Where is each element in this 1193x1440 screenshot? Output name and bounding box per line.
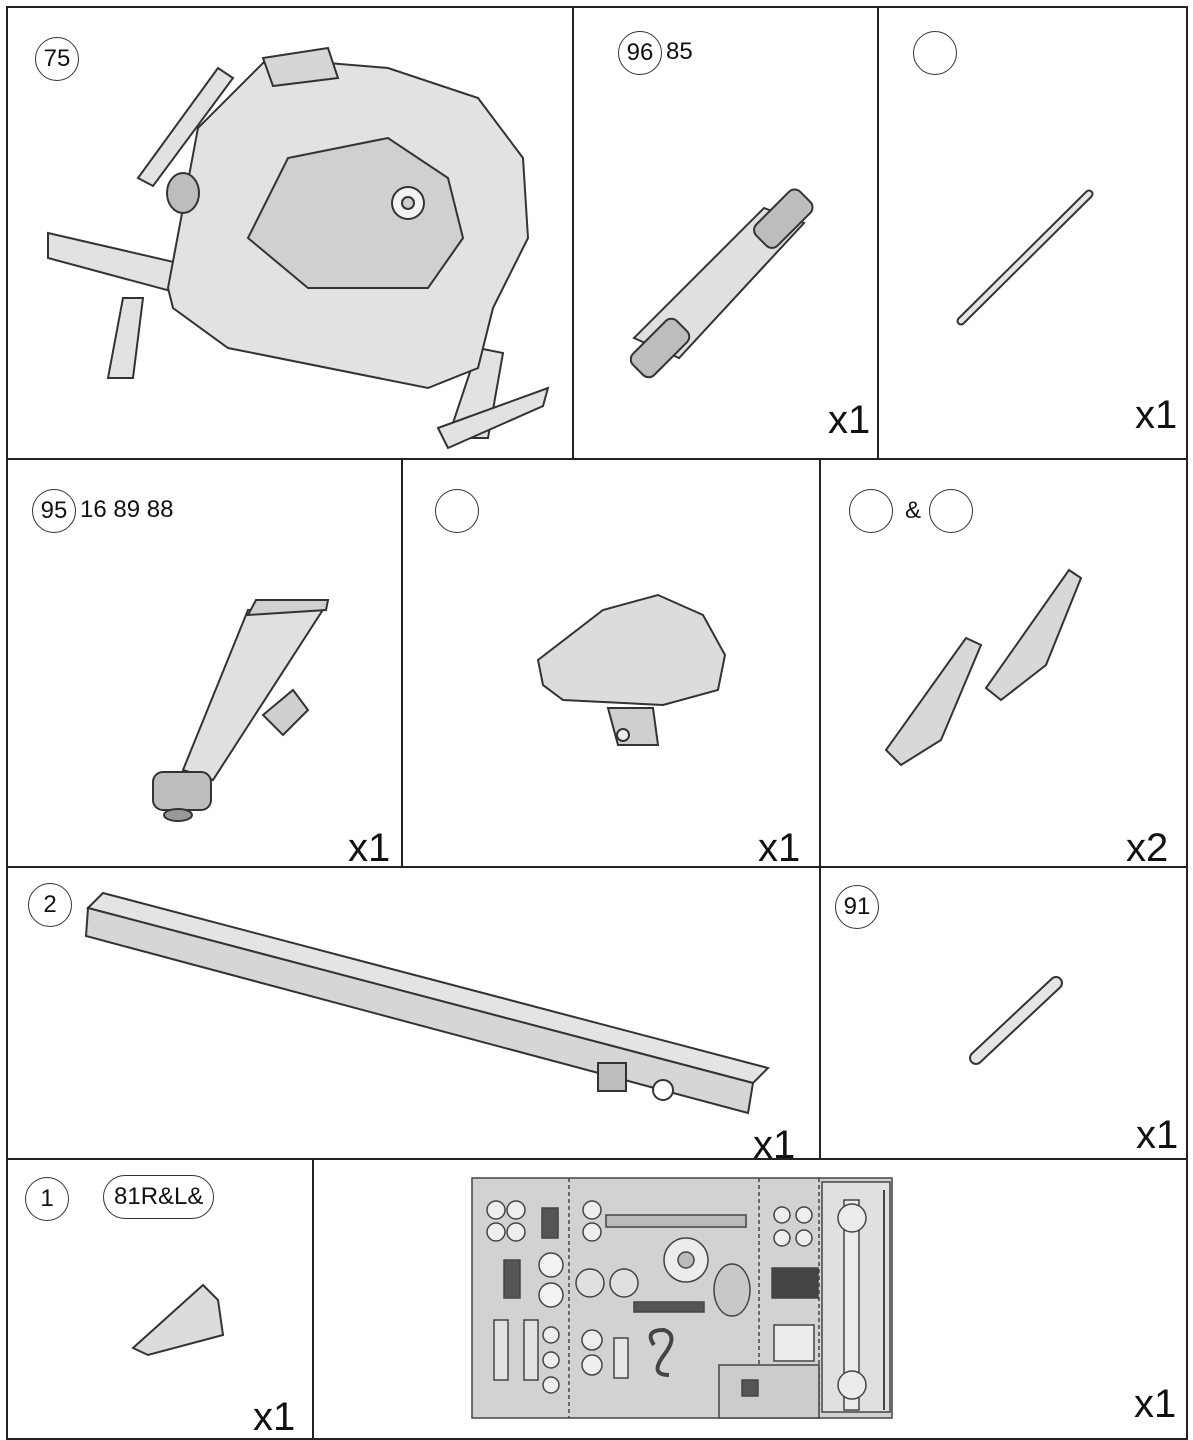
part-number-bubble: 75 [35, 37, 79, 81]
part-number-bubble [849, 489, 893, 533]
quantity-label: x2 [1126, 826, 1169, 868]
part-number-bubble-second [929, 489, 973, 533]
axle-rod-drawing [956, 189, 1094, 326]
part-cell-front-leg: 95 16 89 88 x1 [6, 458, 403, 868]
hardware-card-drawing [471, 1177, 893, 1419]
seat-drawing [536, 593, 727, 746]
quantity-label: x1 [348, 826, 391, 868]
part-extra-numbers: 85 [666, 38, 693, 65]
foot-pedals-drawing [884, 568, 1083, 767]
part-cell-hardware-card: x1 [312, 1158, 1188, 1440]
quantity-label: x1 [753, 1123, 796, 1160]
quantity-label: x1 [1134, 1382, 1177, 1426]
rowing-machine-main-frame-drawing [47, 46, 550, 450]
part-cell-rear-stabilizer: 96 85 x1 [572, 6, 879, 460]
part-number-bubble [913, 31, 957, 75]
part-cell-short-pin: 91 x1 [819, 866, 1188, 1160]
part-number-bubble: 95 [32, 489, 76, 533]
quantity-label: x1 [253, 1395, 296, 1439]
part-number-pill: 81R&L& [103, 1175, 215, 1219]
quantity-label: x1 [828, 398, 871, 442]
part-cell-foot-pedals: & x2 [819, 458, 1188, 868]
quantity-label: x1 [758, 826, 801, 868]
end-cap-drawing [131, 1283, 225, 1357]
part-number-bubble: 91 [835, 885, 879, 929]
short-pin-drawing [969, 976, 1063, 1065]
part-number-bubble: 2 [28, 883, 72, 927]
front-leg-drawing [152, 599, 330, 822]
quantity-label: x1 [1135, 393, 1178, 437]
rear-stabilizer-drawing [629, 188, 814, 379]
part-cell-seat: x1 [401, 458, 821, 868]
quantity-label: x1 [1136, 1113, 1179, 1157]
part-cell-end-cap: 1 81R&L& x1 [6, 1158, 314, 1440]
part-cell-main-frame: 75 [6, 6, 574, 460]
main-rail-drawing [84, 891, 770, 1115]
part-cell-main-rail: 2 x1 [6, 866, 821, 1160]
part-extra-numbers: 16 89 88 [80, 496, 174, 523]
part-number-bubble: 1 [25, 1177, 69, 1221]
ampersand-label: & [905, 497, 922, 524]
part-number-bubble: 96 [618, 31, 662, 75]
part-cell-axle-rod: x1 [877, 6, 1188, 460]
part-number-bubble [435, 489, 479, 533]
